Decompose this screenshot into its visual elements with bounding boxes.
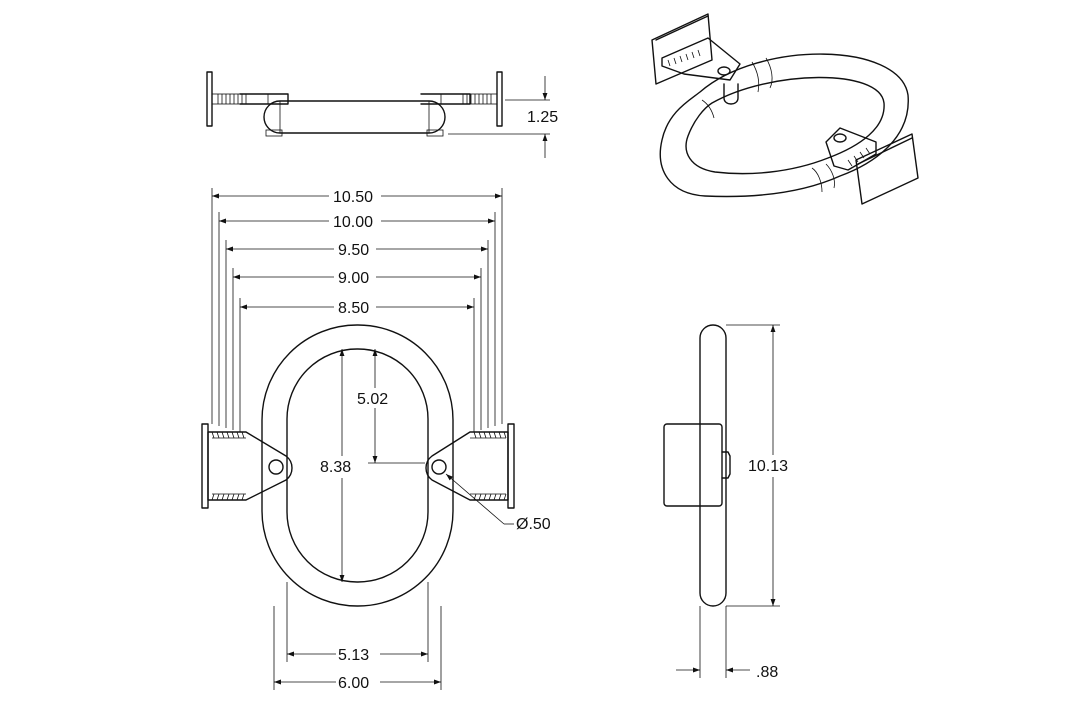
dim-top-height: 1.25 bbox=[527, 109, 558, 126]
extension-lines bbox=[211, 188, 503, 432]
dim-1013: 10.13 bbox=[748, 458, 788, 475]
dim-850: 8.50 bbox=[338, 300, 369, 317]
side-plate bbox=[663, 423, 723, 507]
dim-950: 9.50 bbox=[338, 242, 369, 259]
dim-513: 5.13 bbox=[338, 647, 369, 664]
left-serration bbox=[217, 94, 247, 104]
dim-1050: 10.50 bbox=[333, 189, 373, 206]
dim-1000: 10.00 bbox=[333, 214, 373, 231]
top-view: 1.25 bbox=[206, 71, 558, 158]
right-serration bbox=[462, 94, 492, 104]
ring-outer bbox=[261, 324, 454, 607]
dim-502: 5.02 bbox=[357, 391, 388, 408]
right-clamp bbox=[425, 423, 515, 509]
dim-838: 8.38 bbox=[320, 459, 351, 476]
isometric-view bbox=[651, 13, 919, 205]
side-view: 10.13 .88 bbox=[663, 324, 798, 681]
side-tube bbox=[699, 324, 727, 607]
front-view: 10.50 10.00 9.50 9.00 8.50 bbox=[201, 186, 551, 692]
dim-088: .88 bbox=[756, 664, 778, 681]
dim-900: 9.00 bbox=[338, 270, 369, 287]
dim-hole: Ø.50 bbox=[516, 516, 551, 533]
ring-inner bbox=[286, 348, 429, 583]
dim-600: 6.00 bbox=[338, 675, 369, 692]
left-clamp bbox=[201, 423, 293, 509]
